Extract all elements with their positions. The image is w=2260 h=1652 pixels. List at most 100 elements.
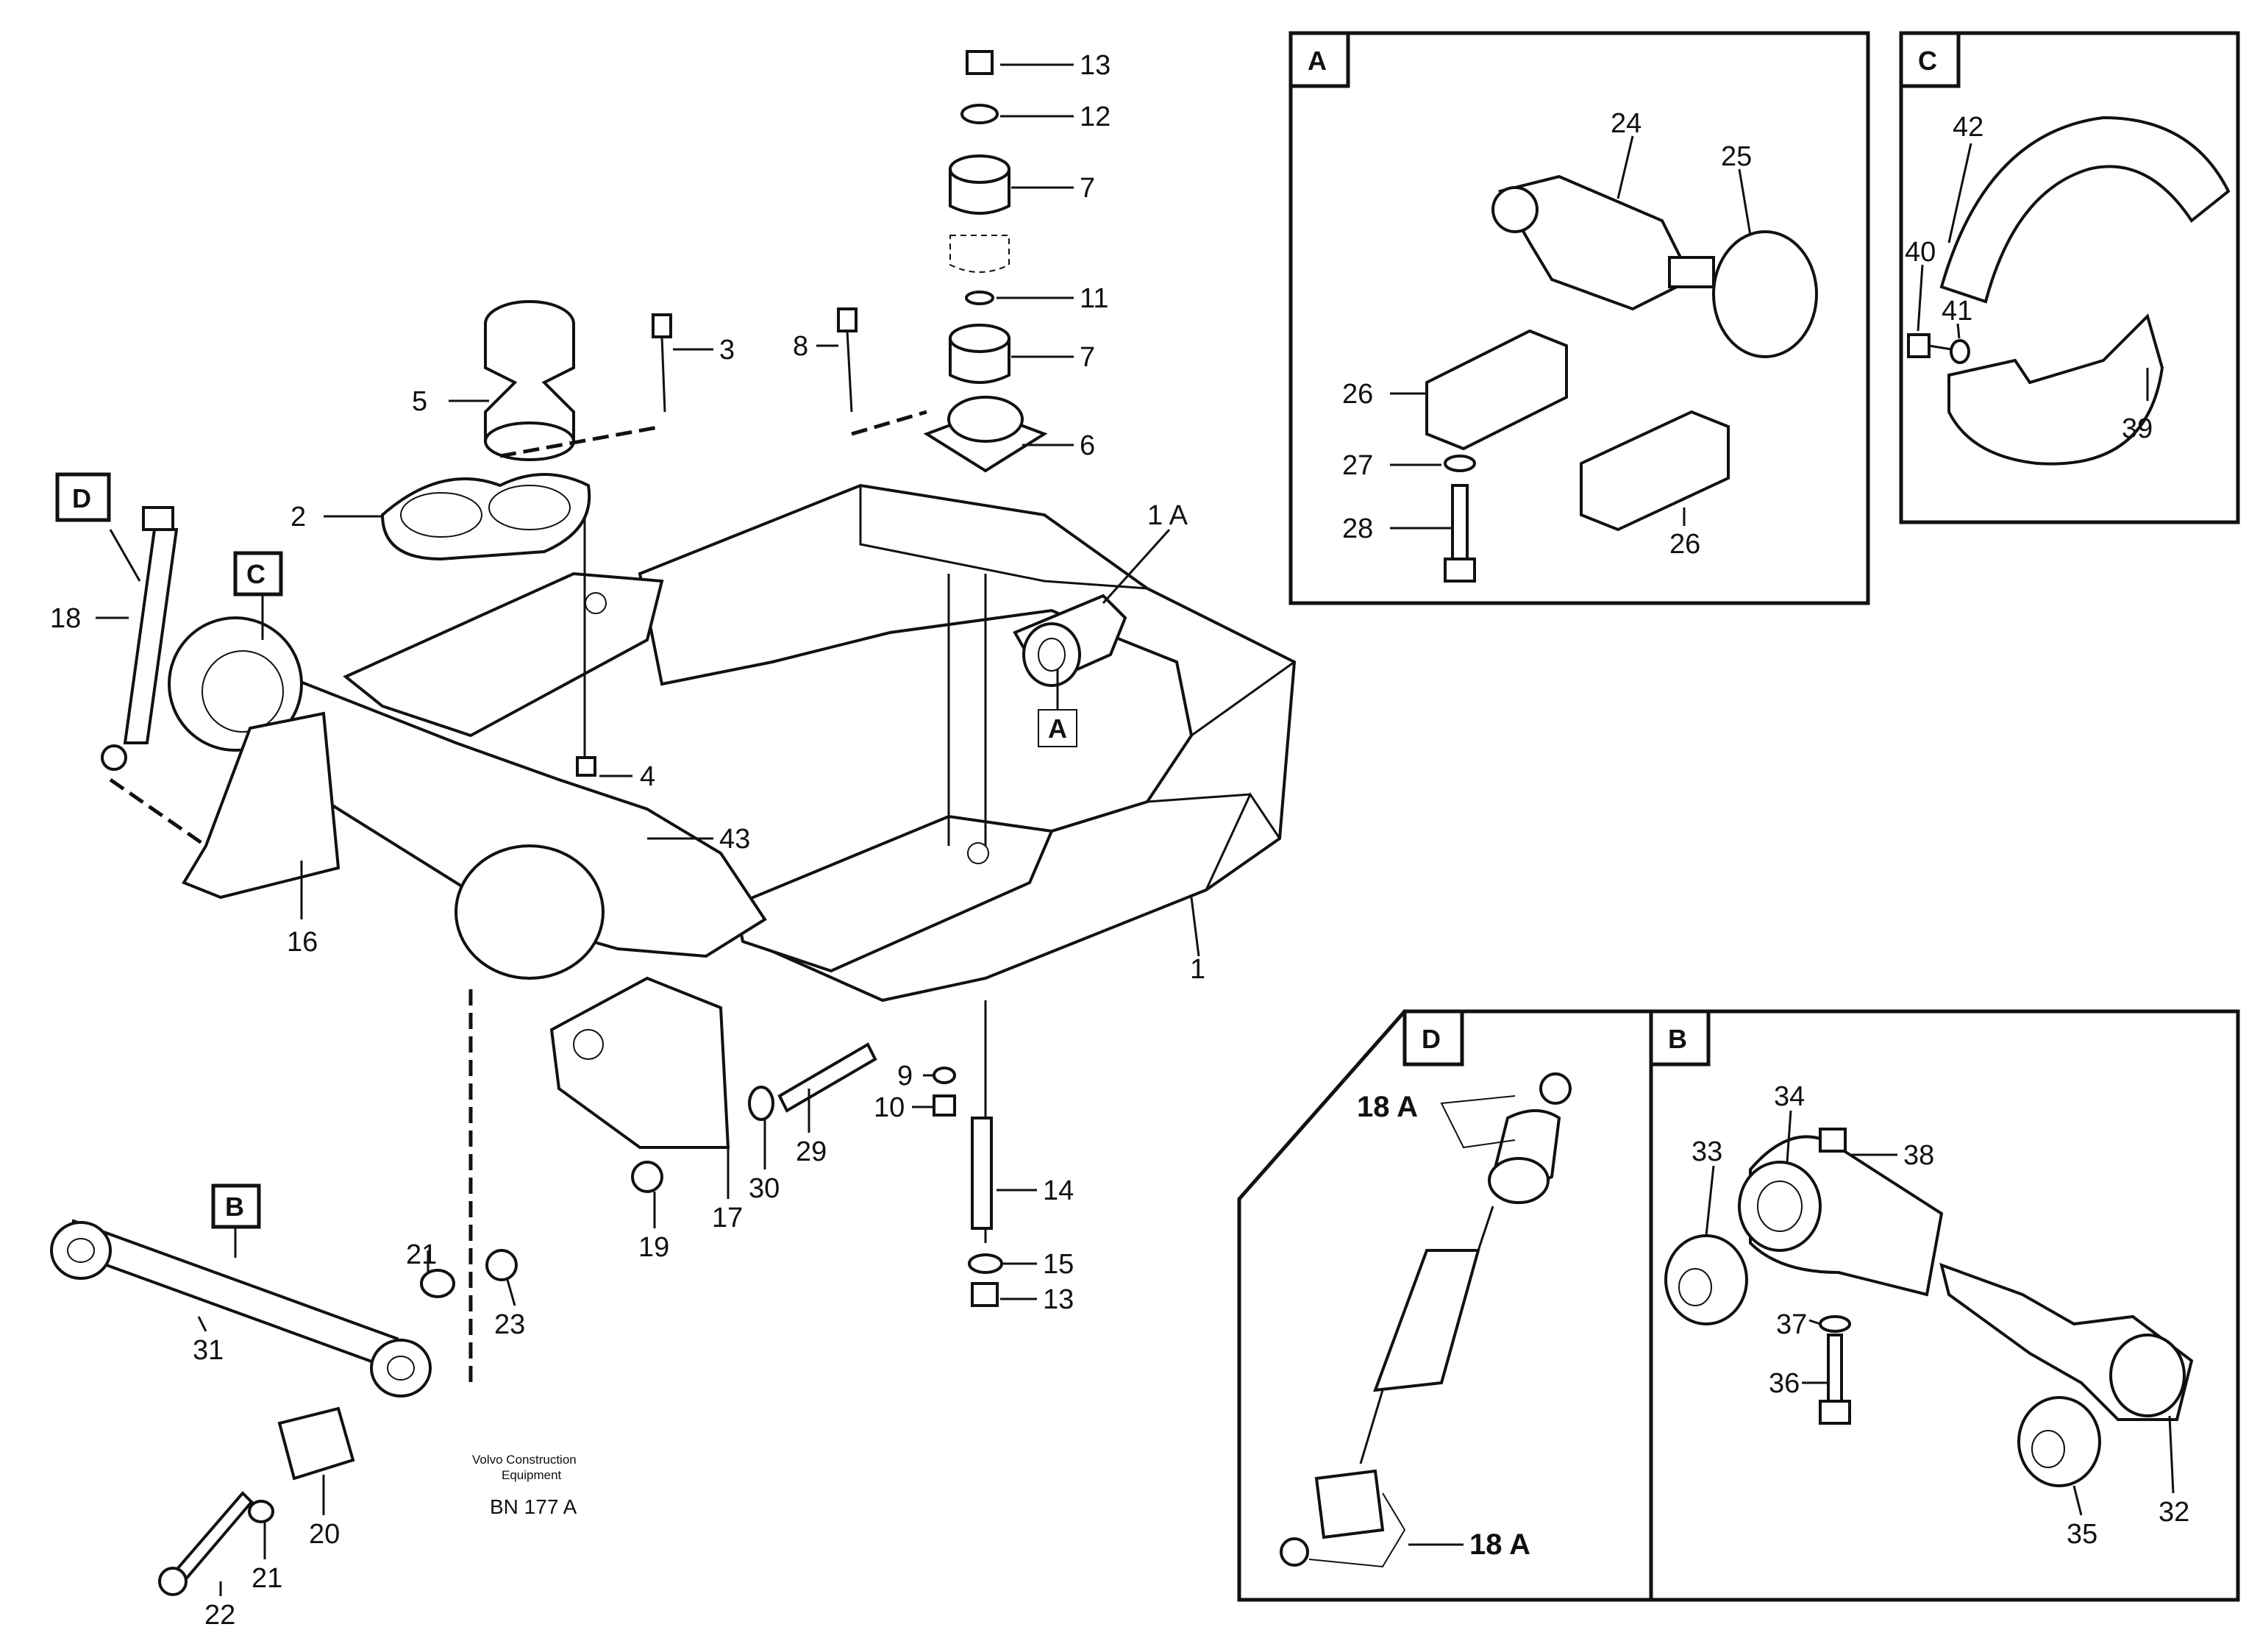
callout-a-main: A [1048,713,1067,744]
pivot-pin-24 [1497,174,1694,311]
nut-23 [485,1249,518,1281]
callout-1: 1 [1190,954,1205,985]
assembly-dash-lines [109,410,927,1383]
detail-c-title: C [1918,46,1937,76]
callout-2: 2 [290,502,306,533]
washer-30 [748,1086,774,1121]
axle-differential-cover [455,844,605,980]
stud-29 [777,1042,877,1113]
callout-13-top: 13 [1080,50,1111,81]
nut-13-top [966,50,994,75]
nut-4 [576,756,596,777]
detail-a-label-26-lower: 26 [1669,529,1700,560]
shock-body-18 [1373,1249,1480,1392]
detail-panel-c: C 42 40 41 39 [1899,31,2240,524]
clamp-half-26-upper [1425,329,1568,451]
callout-1a: 1 A [1147,500,1188,531]
reaction-rod-31 [50,1219,518,1596]
drawing-code: BN 177 A [490,1495,577,1518]
detail-panel-a: A 24 25 26 27 28 26 [1288,31,1870,605]
snap-ring-25 [1712,230,1818,358]
detail-a-label-26-upper: 26 [1342,379,1373,410]
washer-27 [1444,455,1476,472]
washer-21-lower [248,1500,274,1523]
detail-b-label-36: 36 [1769,1368,1800,1399]
axle-housing [233,660,767,958]
detail-b-frame [1649,1009,2240,1602]
bushing-33 [1664,1234,1748,1325]
callout-6: 6 [1080,430,1095,461]
callout-21-lower: 21 [252,1563,282,1594]
callout-box-d [55,472,111,522]
callout-22: 22 [204,1600,235,1631]
main-frame-drawing [168,483,1297,1243]
washer-12 [960,104,999,124]
retainer-plate-2 [380,473,591,561]
callout-21-upper: 21 [406,1239,437,1270]
callout-13-bottom: 13 [1043,1284,1074,1315]
detail-c-frame [1899,31,2240,524]
nut-13-bottom [971,1282,999,1307]
hardware-misc [576,756,1003,1307]
detail-b-title: B [1668,1024,1687,1054]
bushing-20 [277,1406,355,1481]
washer-9 [933,1067,956,1084]
callout-4: 4 [640,761,655,792]
detail-c-label-42: 42 [1953,112,1983,143]
detail-d-title-box [1402,1009,1464,1067]
callout-3: 3 [719,335,735,366]
detail-a-frame [1288,31,1870,605]
bolt-40 [1907,333,1931,358]
callout-30: 30 [749,1173,780,1204]
bolt-22 [171,1491,254,1584]
detail-a-title: A [1308,46,1327,76]
callout-box-b [211,1183,261,1229]
bolts-3-8 [652,307,858,413]
callout-12: 12 [1080,102,1111,132]
bushing-35 [2017,1396,2101,1487]
callout-23: 23 [494,1309,525,1340]
callout-d-main: D [72,483,91,513]
callout-20: 20 [309,1519,340,1550]
fender-plate-39 [1947,313,2164,466]
bolt-8 [837,307,858,332]
bolt-3 [652,313,672,338]
callout-31: 31 [193,1335,224,1366]
callout-15: 15 [1043,1249,1074,1280]
detail-d-title: D [1422,1024,1441,1054]
main-callouts: 13 12 7 11 7 6 3 8 5 2 1 A A D C 18 4 43… [50,50,1205,1631]
bolt-36 [1827,1334,1843,1403]
callout-29: 29 [796,1136,827,1167]
detail-b-label-32: 32 [2159,1497,2189,1528]
stud-14 [971,1117,993,1230]
callout-14: 14 [1043,1175,1074,1206]
nut-38 [1819,1128,1847,1153]
callout-11: 11 [1080,283,1108,314]
washer-37 [1819,1315,1851,1333]
washer-15 [968,1253,1003,1274]
nut-10 [933,1094,956,1117]
callout-box-c [233,551,283,597]
mount-stack [923,50,1048,473]
cushion-parts [380,300,591,561]
detail-b-label-35: 35 [2067,1519,2097,1550]
detail-c-label-39: 39 [2122,413,2153,444]
detail-c-label-40: 40 [1905,237,1936,268]
washer-11 [965,291,994,305]
callout-7-lower: 7 [1080,342,1095,373]
callout-b-main: B [225,1192,244,1222]
detail-b-title-box [1649,1009,1711,1067]
callout-5: 5 [412,386,427,417]
callout-c-main: C [246,559,265,589]
left-axle-bracket [182,711,341,900]
callout-10: 10 [874,1092,905,1123]
maker-line-1: Volvo Construction [472,1453,577,1467]
maker-line-2: Equipment [502,1468,562,1482]
leader-lines [96,63,1200,1596]
detail-b-label-37: 37 [1776,1309,1807,1340]
detail-a-title-box [1288,31,1350,88]
detail-panel-d: D 18 A 18 A [1237,1009,1653,1602]
callout-9: 9 [897,1061,913,1092]
detail-a-label-25: 25 [1721,141,1752,172]
